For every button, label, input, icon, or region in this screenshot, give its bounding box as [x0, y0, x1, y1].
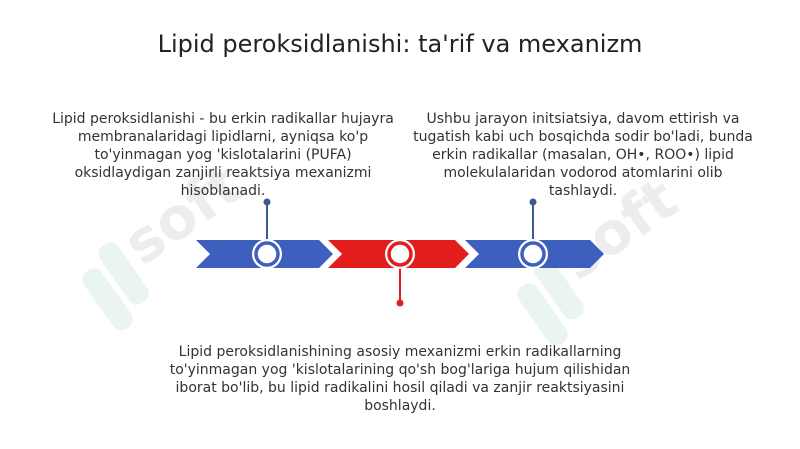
text-block-stages: Ushbu jarayon initsiatsiya, davom ettiri… [413, 111, 753, 199]
milestone-ring-right [520, 241, 546, 267]
milestone-ring-left [254, 241, 280, 267]
slide-title: Lipid peroksidlanishi: ta'rif va mexaniz… [157, 30, 643, 58]
connector-dot-right [529, 198, 537, 206]
watermark-shape [517, 283, 568, 346]
watermark-shape [98, 242, 149, 305]
watermark-shape [82, 268, 133, 331]
text-block-mechanism: Lipid peroksidlanishining asosiy mexaniz… [169, 344, 631, 414]
connector-dot-left [263, 198, 271, 206]
connector-dot-bottom [396, 299, 404, 307]
watermark-shape [533, 257, 584, 320]
text-block-definition: Lipid peroksidlanishi - bu erkin radikal… [52, 111, 394, 199]
milestone-ring-center [387, 241, 413, 267]
